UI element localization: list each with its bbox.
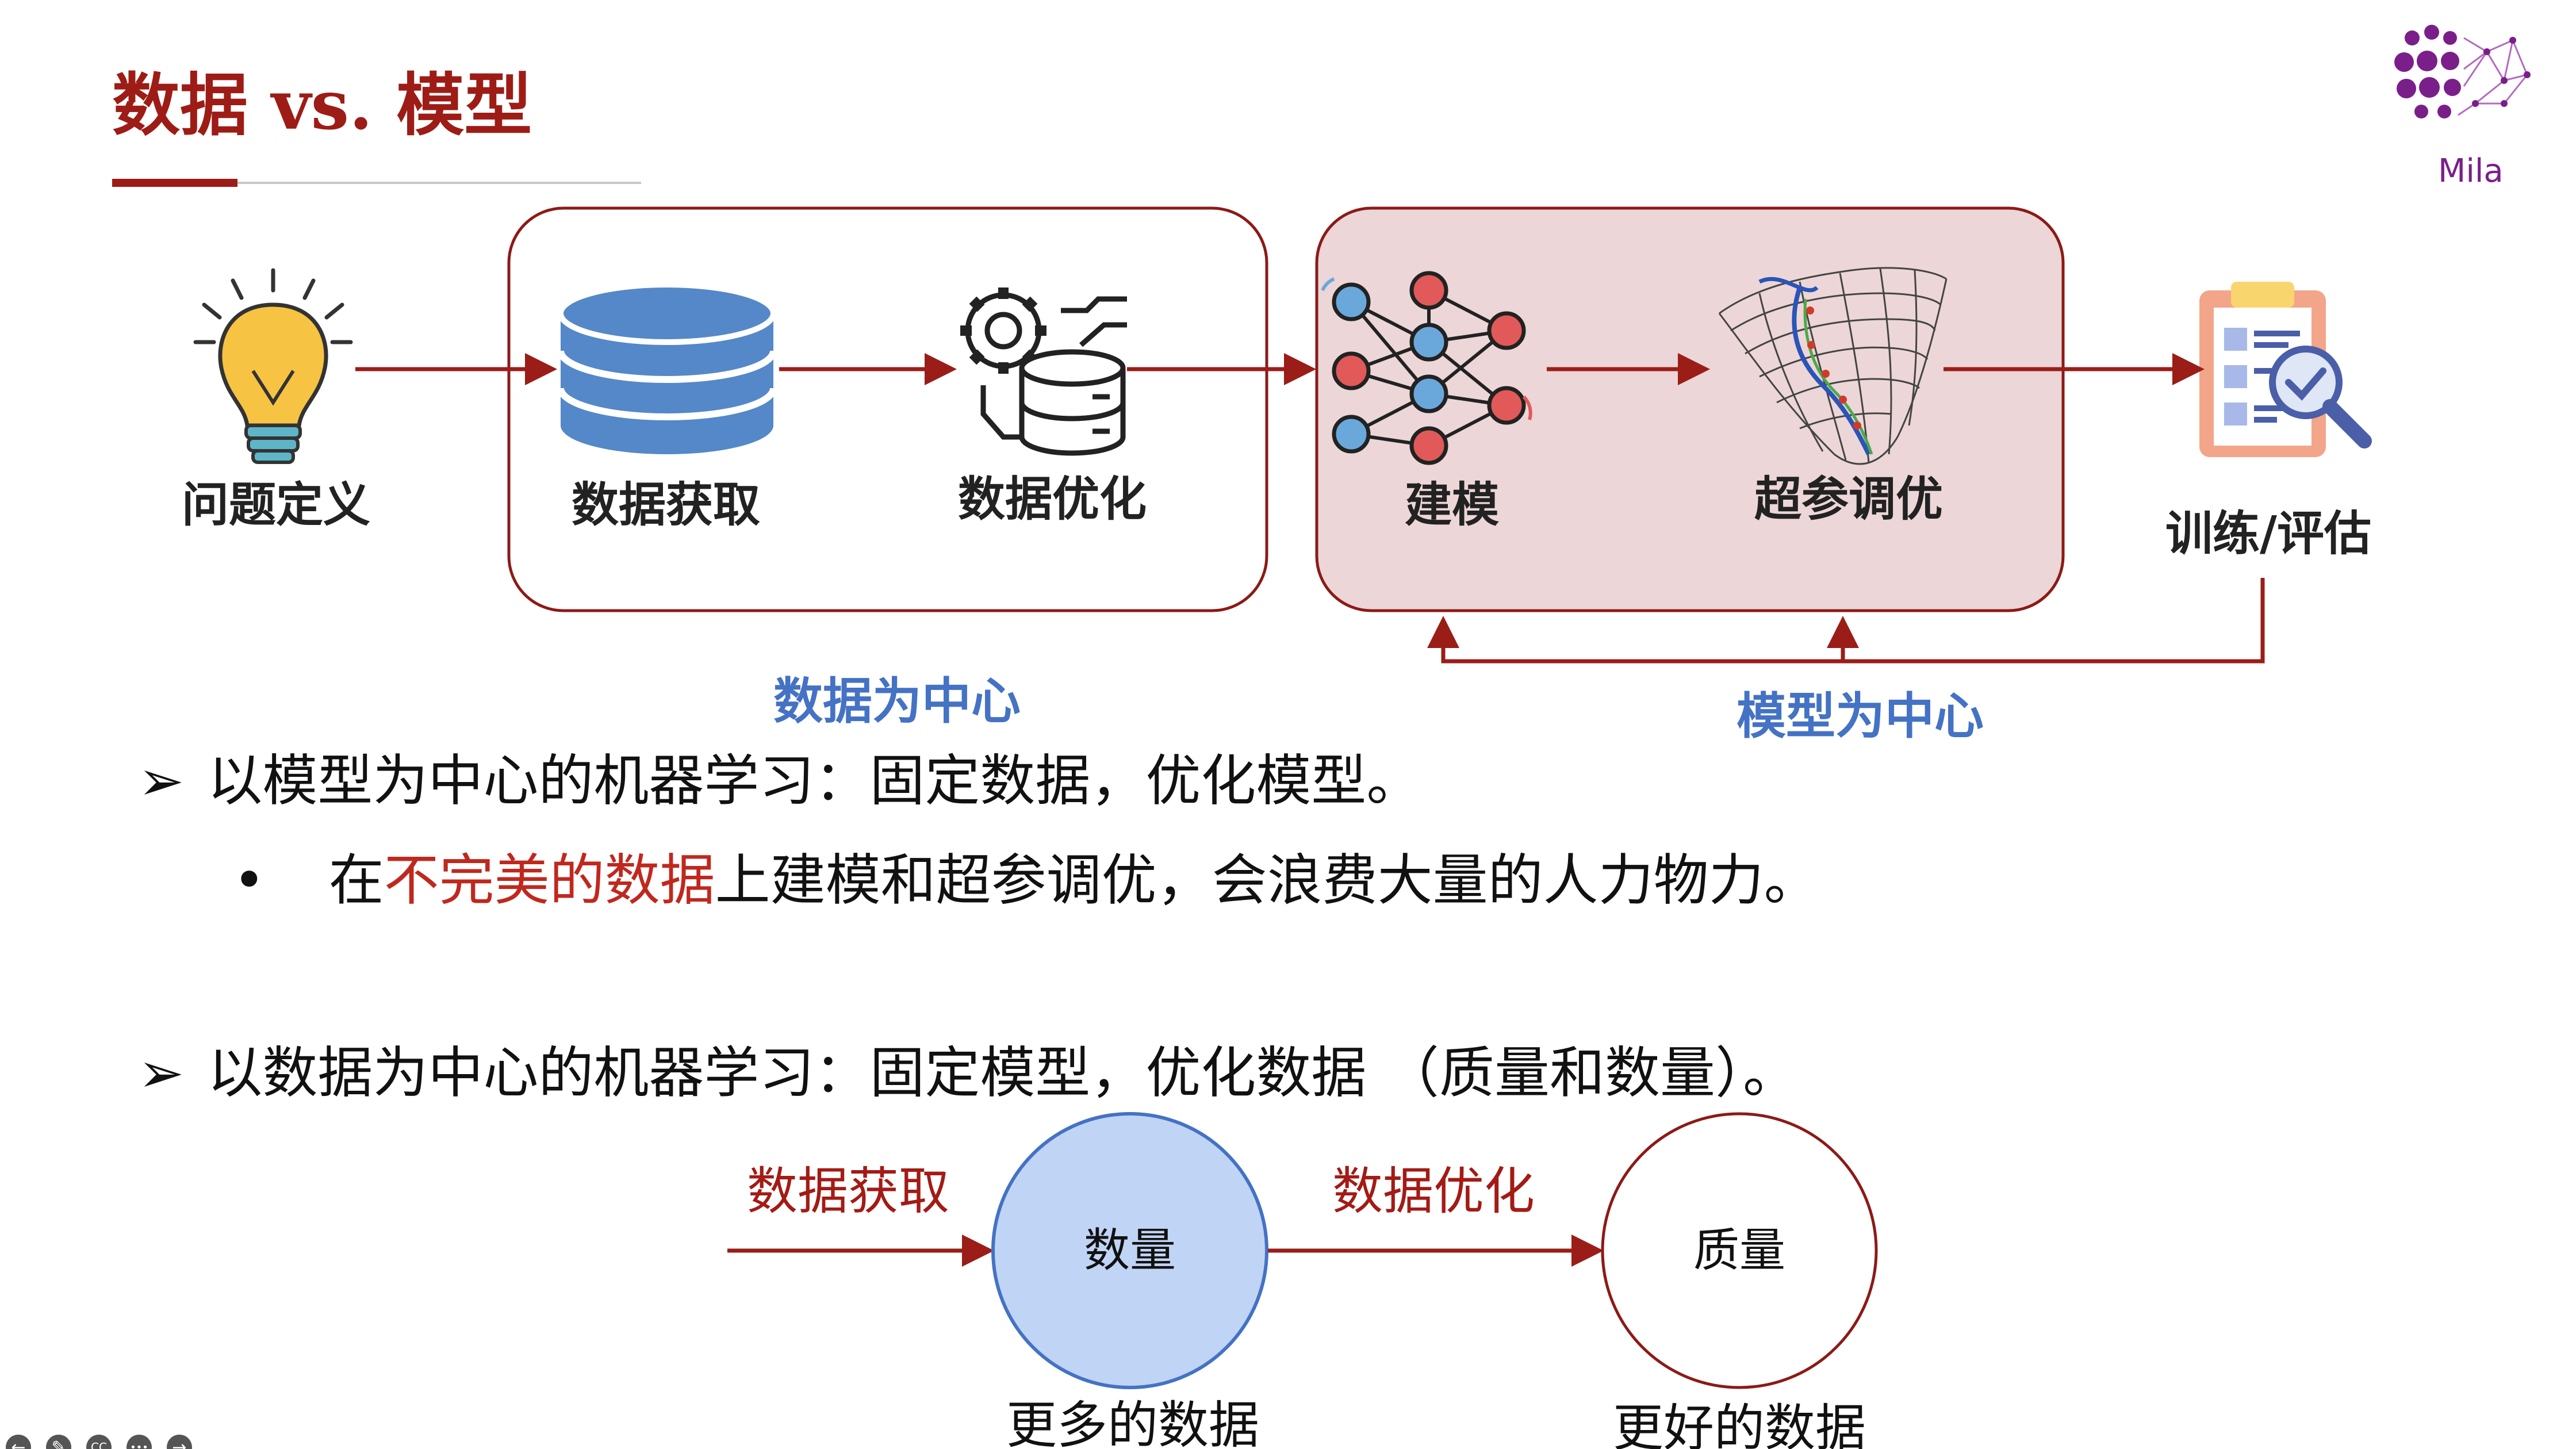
title-part-data: 数据 [112, 66, 272, 145]
label-hyperparameter-tuning: 超参调优 [1754, 472, 1943, 527]
bullet-model-centric: ➢以模型为中心的机器学习：固定数据，优化模型。 [138, 753, 1421, 808]
title-part-model: 模型 [373, 66, 532, 145]
bullet-data-centric: ➢以数据为中心的机器学习：固定模型，优化数据 （质量和数量）。 [138, 1045, 1798, 1101]
label-problem-definition: 问题定义 [181, 478, 371, 532]
bullet-marker-icon: ➢ [138, 1041, 185, 1105]
bullet-marker-icon: ➢ [138, 749, 185, 813]
bottom-flow-diagram [727, 1112, 1878, 1389]
label-data-optimization: 数据优化 [957, 472, 1147, 527]
pipeline-diagram [193, 206, 2372, 664]
model-centric-box [1315, 206, 2065, 612]
pen-icon[interactable]: ✎ [46, 1435, 71, 1449]
bullet-data-centric-text: 以数据为中心的机器学习：固定模型，优化数据 （质量和数量）。 [207, 1041, 1798, 1105]
gear-database-icon [960, 288, 1127, 456]
quantity-circle [991, 1112, 1268, 1389]
sub-bullet-dot-icon: • [233, 848, 266, 913]
lightbulb-icon [193, 268, 353, 464]
quality-circle [1601, 1112, 1878, 1389]
captions-icon[interactable]: CC [86, 1435, 112, 1449]
sub-bullet-highlight: 不完美的数据 [384, 848, 715, 913]
slide-title: 数据 vs. 模型 [112, 68, 532, 143]
logo-text: Mila [2438, 152, 2504, 190]
database-icon [557, 282, 777, 454]
neural-network-icon [1321, 271, 1532, 465]
back-arrow-icon[interactable]: ← [6, 1435, 31, 1449]
clipboard-evaluation-icon [2199, 282, 2372, 457]
pipeline-arrows [355, 353, 2265, 664]
mila-logo-icon [2394, 25, 2531, 118]
sub-bullet-prefix: 在 [328, 848, 384, 913]
label-data-centric: 数据为中心 [773, 673, 1021, 730]
more-data-text: 更多的数据 [1006, 1396, 1260, 1449]
title-underline [112, 179, 641, 187]
quantity-text: 数量 [1084, 1224, 1176, 1277]
label-model-centric: 模型为中心 [1736, 688, 1984, 745]
bullet-model-centric-text: 以模型为中心的机器学习：固定数据，优化模型。 [207, 749, 1422, 813]
label-optimize: 数据优化 [1332, 1162, 1535, 1221]
label-acquire: 数据获取 [746, 1162, 950, 1221]
label-data-acquisition: 数据获取 [571, 478, 761, 532]
sub-bullet-suffix: 上建模和超参调优，会浪费大量的人力物力。 [715, 848, 1819, 913]
quality-text: 质量 [1693, 1224, 1785, 1277]
sub-bullet-imperfect-data: •在不完美的数据上建模和超参调优，会浪费大量的人力物力。 [233, 853, 1819, 908]
presentation-controls: ← ✎ CC ••• → [6, 1435, 192, 1449]
loss-surface-icon [1718, 267, 1948, 465]
label-modeling: 建模 [1404, 478, 1500, 532]
better-data-text: 更好的数据 [1612, 1398, 1866, 1449]
label-train-evaluate: 训练/评估 [2165, 507, 2371, 561]
more-options-icon[interactable]: ••• [126, 1435, 152, 1449]
title-part-vs: vs. [271, 65, 373, 145]
forward-arrow-icon[interactable]: → [167, 1435, 192, 1449]
